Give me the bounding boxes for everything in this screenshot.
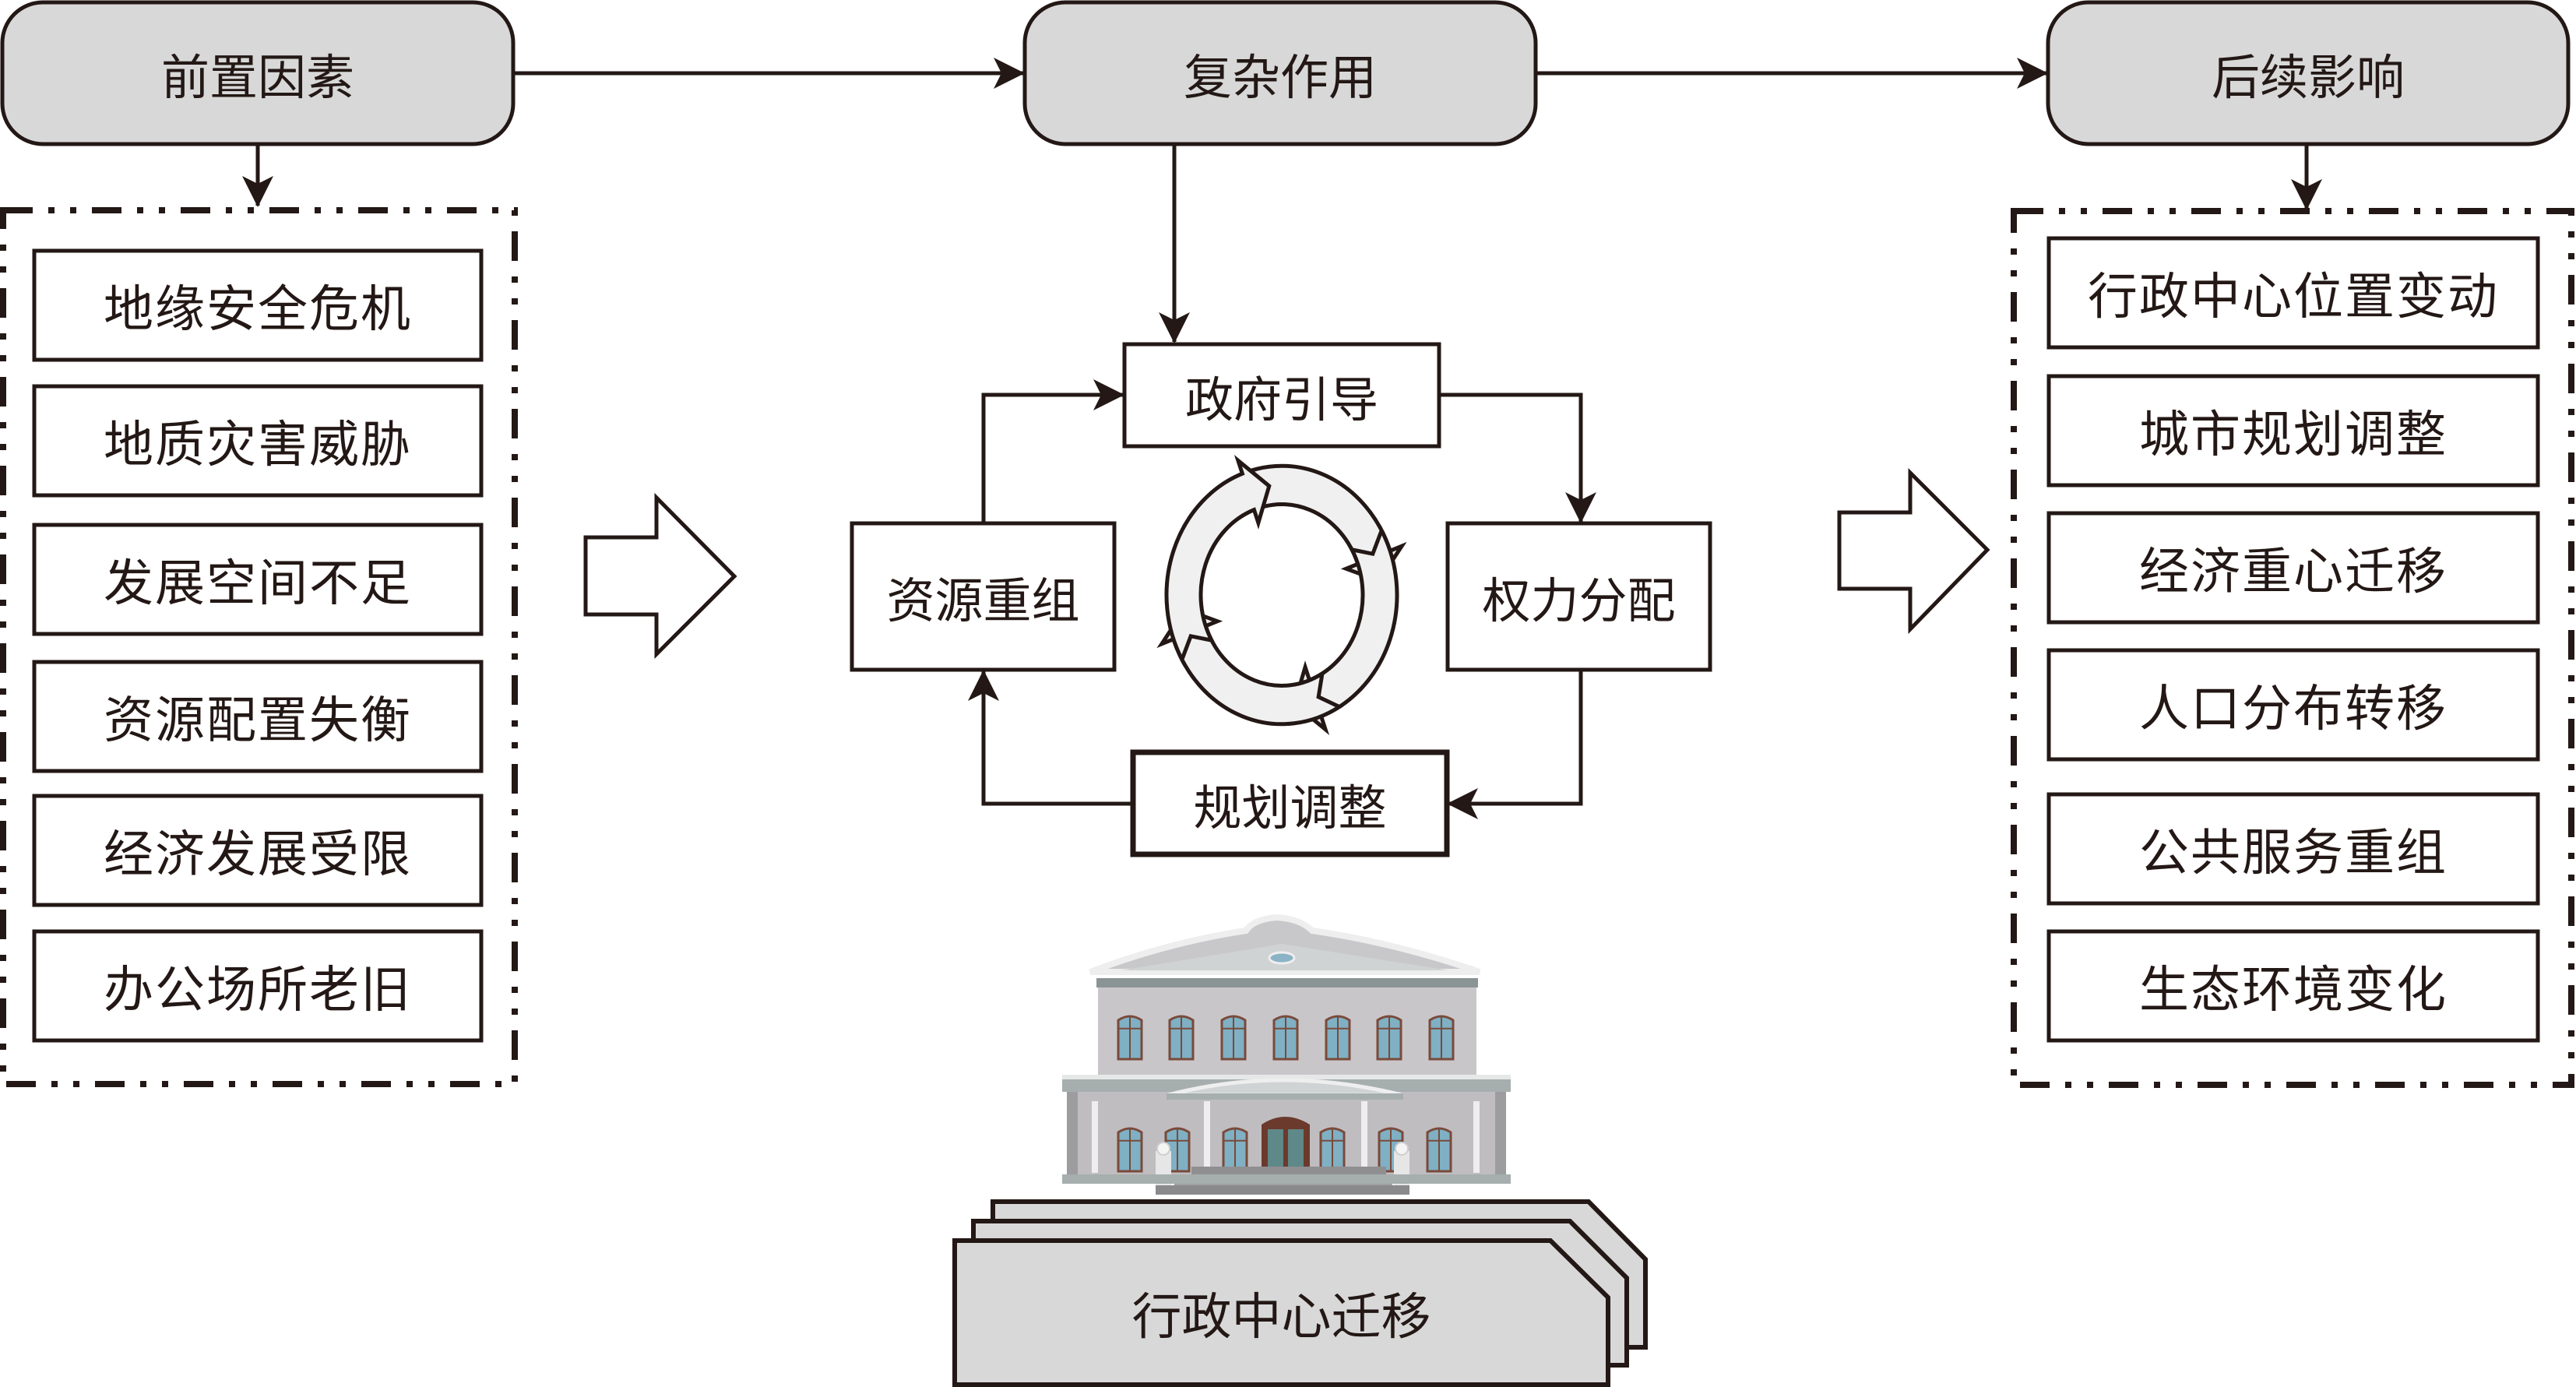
left-item-box	[32, 660, 484, 773]
window-icon	[1325, 1015, 1351, 1061]
window-icon	[1272, 1015, 1299, 1061]
right-item-box	[2046, 511, 2540, 625]
cycle-box-bottom	[1130, 749, 1450, 857]
right-item-box	[2046, 374, 2540, 488]
right-item-box	[2046, 792, 2540, 906]
window-icon	[1117, 1015, 1143, 1061]
left-item-box	[32, 384, 484, 498]
window-icon	[1319, 1127, 1346, 1173]
block-arrow-right-icon	[1837, 467, 1990, 635]
left-item-box	[32, 523, 484, 636]
government-building-icon	[1062, 914, 1511, 1195]
connector-bottom-to-left	[968, 670, 1133, 806]
left-item-box	[32, 929, 484, 1043]
right-item-box	[2046, 648, 2540, 762]
left-group-border	[0, 207, 518, 1087]
cycle-box-left	[850, 521, 1117, 672]
window-icon	[1426, 1127, 1452, 1173]
window-icon	[1168, 1015, 1195, 1061]
block-arrow-right-icon	[583, 492, 737, 660]
header-box-left	[0, 0, 516, 146]
left-item-box	[32, 794, 484, 907]
window-icon	[1222, 1127, 1248, 1173]
connector-top-to-right	[1439, 393, 1596, 523]
window-icon	[1117, 1127, 1143, 1173]
connector-left-to-top	[981, 379, 1124, 523]
connector-right-to-bottom	[1447, 670, 1583, 819]
header-box-right	[2046, 0, 2571, 146]
left-item-list	[32, 248, 484, 1043]
right-item-list	[2046, 236, 2540, 1043]
window-icon	[1376, 1015, 1402, 1061]
right-group-border	[2011, 208, 2574, 1088]
window-icon	[1428, 1015, 1455, 1061]
window-icon	[1164, 1127, 1191, 1173]
right-item-box	[2046, 929, 2540, 1043]
cycle-arrow-segment	[1164, 455, 1272, 665]
cycle-arrows-icon	[1156, 455, 1407, 735]
header-box-center	[1022, 0, 1538, 146]
cycle-box-top	[1122, 342, 1441, 449]
left-item-box	[32, 248, 484, 362]
doc-stack-front	[952, 1238, 1610, 1387]
right-item-box	[2046, 236, 2540, 350]
window-icon	[1220, 1015, 1247, 1061]
cycle-box-right	[1445, 521, 1712, 672]
